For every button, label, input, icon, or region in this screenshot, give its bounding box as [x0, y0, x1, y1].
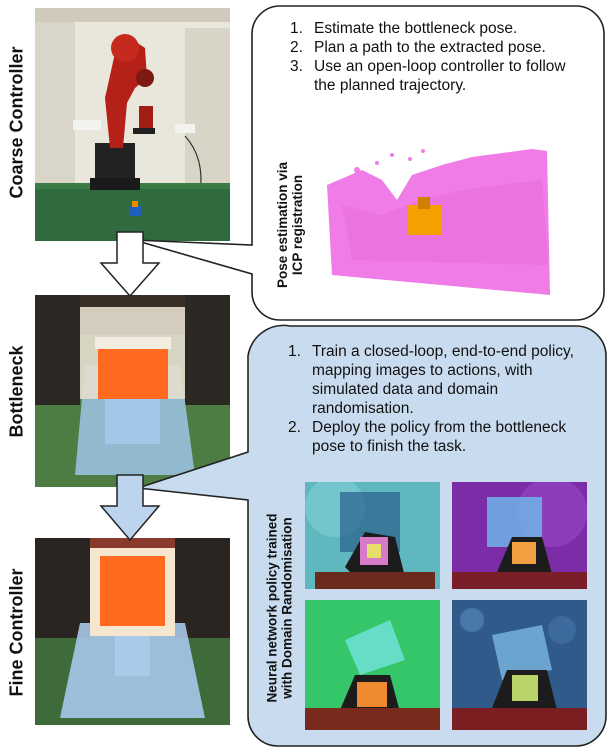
fine-step: 2.Deploy the policy from the bottleneck … [288, 419, 567, 455]
coarse-steps-list: 1.Estimate the bottleneck pose. 2.Plan a… [290, 19, 580, 95]
fine-steps-list: 1.Train a closed-loop, end-to-end policy… [288, 342, 590, 456]
coarse-controller-label: Coarse Controller [6, 46, 27, 199]
point-cloud-image [322, 145, 554, 300]
robot-arm-photo [35, 8, 230, 241]
coarse-step: 1.Estimate the bottleneck pose. [290, 20, 518, 37]
fine-controller-label: Fine Controller [6, 568, 27, 697]
down-arrow-coarse [99, 231, 161, 298]
fine-controller-photo [35, 538, 230, 725]
sim-panel-2 [452, 482, 587, 589]
coarse-step: 2.Plan a path to the extracted pose. [290, 39, 546, 56]
fine-step: 1.Train a closed-loop, end-to-end policy… [288, 343, 574, 417]
coarse-step: 3.Use an open-loop controller to follow … [290, 58, 566, 94]
sim-panel-1 [305, 482, 440, 589]
bottleneck-photo [35, 295, 230, 487]
sim-panel-3 [305, 600, 440, 730]
sim-panel-4 [452, 600, 587, 730]
bottleneck-label: Bottleneck [6, 344, 27, 438]
